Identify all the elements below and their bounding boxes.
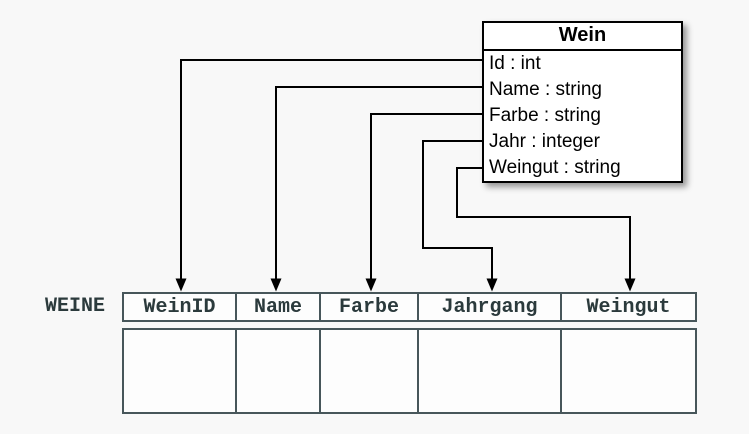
connector-name-to-name — [275, 86, 482, 279]
connector-weingut-to-weingut — [456, 167, 631, 279]
arrowhead-weinid — [175, 278, 187, 292]
class-attribute-name: Name : string — [489, 79, 602, 100]
table-name-label: WEINE — [45, 295, 106, 318]
class-attribute-id: Id : int — [489, 53, 541, 74]
column-header-name: Name — [237, 294, 321, 320]
connector-farbe-to-farbe — [370, 113, 482, 279]
table-cell-empty-name — [237, 330, 321, 412]
column-header-jahrgang: Jahrgang — [419, 294, 562, 320]
class-attribute-jahr: Jahr : integer — [489, 131, 600, 152]
class-title: Wein — [484, 23, 681, 51]
connector-id-to-weinid — [180, 59, 482, 279]
table-cell-empty-jahrgang — [419, 330, 562, 412]
column-header-farbe: Farbe — [321, 294, 419, 320]
connector-jahr-to-jahrgang — [422, 140, 493, 279]
table-cell-empty-farbe — [321, 330, 419, 412]
table-cell-empty-weingut — [562, 330, 695, 412]
arrowhead-name — [270, 278, 282, 292]
arrowhead-jahrgang — [486, 278, 498, 292]
class-attribute-weingut: Weingut : string — [489, 157, 621, 178]
class-attribute-farbe: Farbe : string — [489, 105, 601, 126]
table-body-row — [122, 328, 697, 414]
column-header-weinid: WeinID — [124, 294, 237, 320]
column-header-weingut: Weingut — [586, 295, 671, 319]
arrowhead-weingut — [624, 278, 636, 292]
arrowhead-farbe — [365, 278, 377, 292]
table-cell-empty-weinid — [124, 330, 237, 412]
